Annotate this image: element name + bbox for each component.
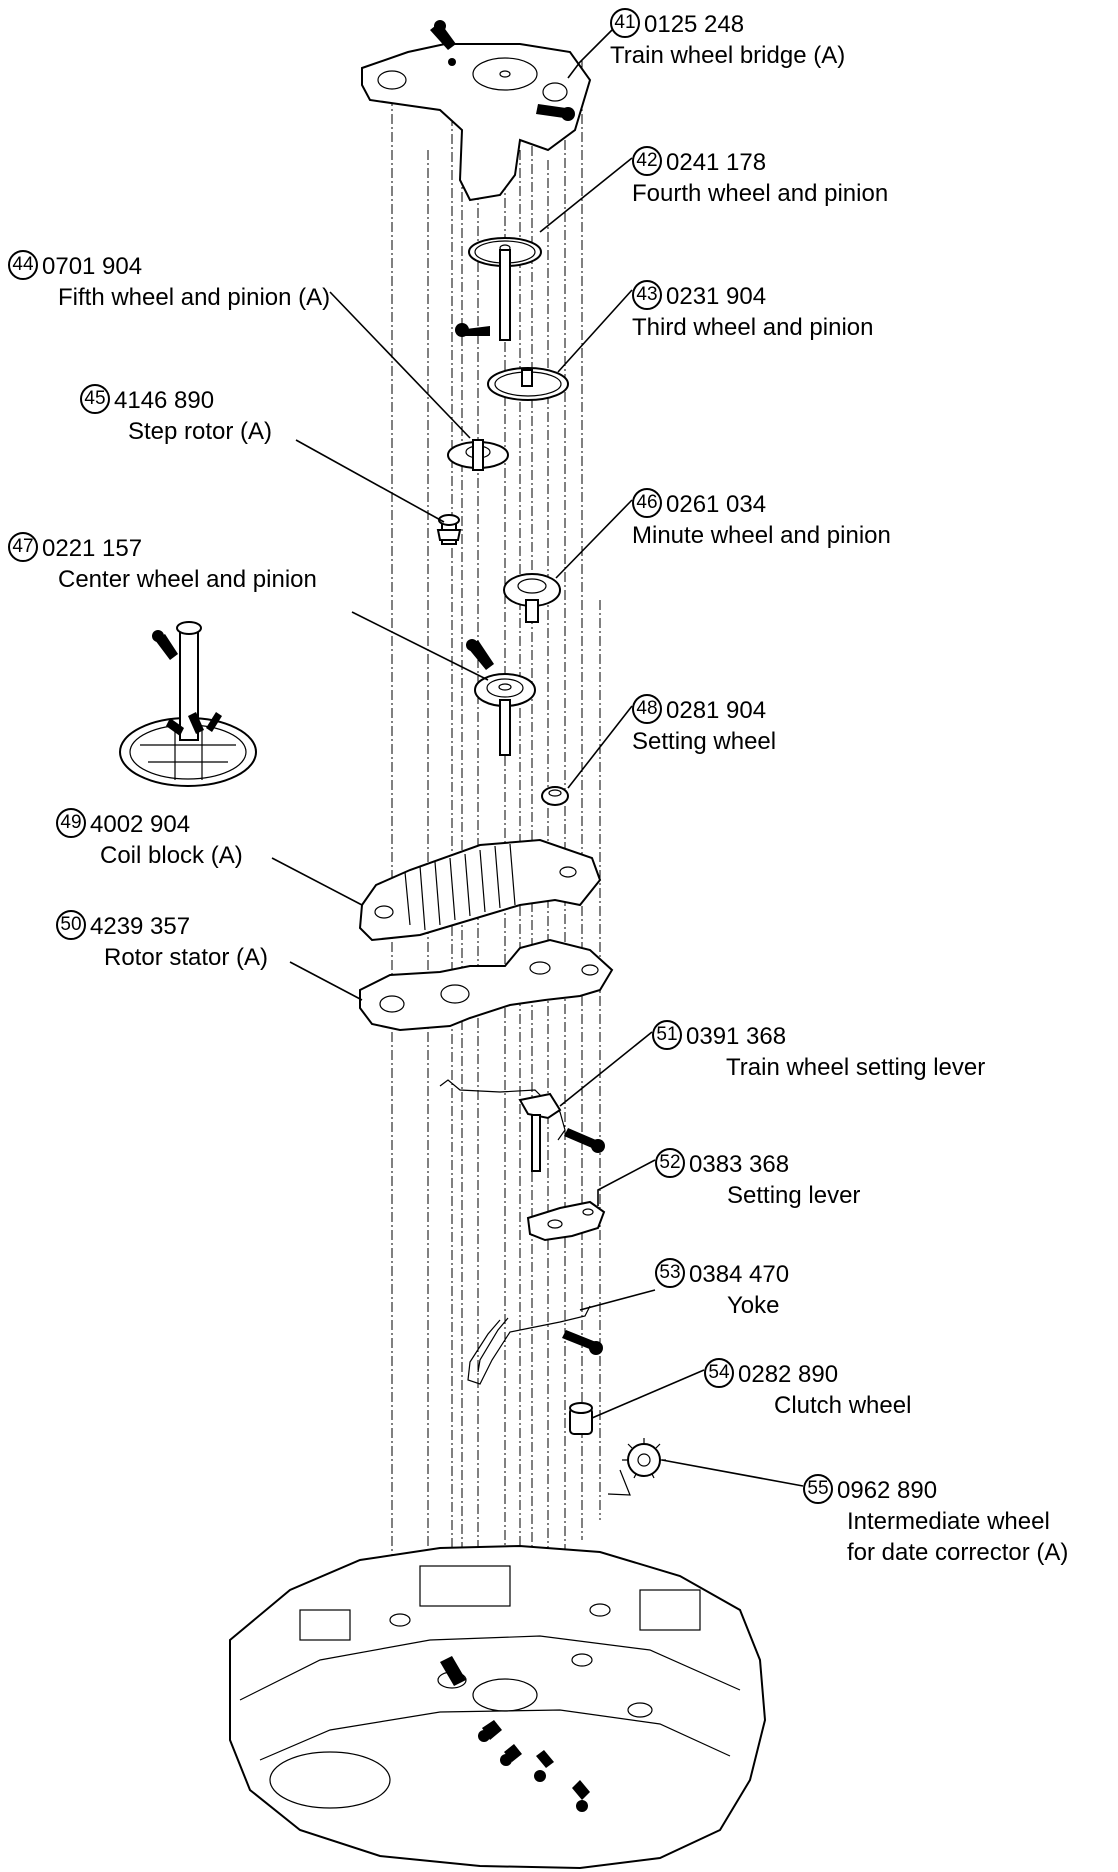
train-wheel-setting-lever-part <box>439 1079 605 1172</box>
part-code: 0391 368 <box>686 1023 787 1051</box>
callout-52: 52 <box>655 1147 685 1178</box>
callout-46: 46 <box>632 487 662 518</box>
part-name: Third wheel and pinion <box>632 314 874 342</box>
main-plate <box>229 1544 767 1870</box>
center-wheel-detail <box>119 621 257 787</box>
callout-41: 41 <box>610 7 640 38</box>
part-name: Fifth wheel and pinion (A) <box>58 284 331 312</box>
fourth-wheel-part <box>455 237 542 341</box>
part-code: 0962 890 <box>837 1477 938 1505</box>
callout-55: 55 <box>803 1473 833 1504</box>
callout-53: 53 <box>655 1257 685 1288</box>
part-name: Fourth wheel and pinion <box>632 180 889 208</box>
part-name: Intermediate wheel <box>847 1508 1050 1536</box>
part-name: Train wheel bridge (A) <box>610 42 846 70</box>
part-name: Step rotor (A) <box>128 418 273 446</box>
part-name: Rotor stator (A) <box>104 944 269 972</box>
part-name: Minute wheel and pinion <box>632 522 891 550</box>
part-code: 0125 248 <box>644 11 745 39</box>
part-code: 0282 890 <box>738 1361 839 1389</box>
callout-51: 51 <box>652 1019 682 1050</box>
rotor-stator-part <box>359 938 614 1032</box>
part-name: Setting wheel <box>632 728 777 756</box>
part-name: Yoke <box>727 1292 780 1320</box>
setting-wheel-part <box>541 786 569 806</box>
center-wheel-part <box>466 639 536 756</box>
part-name: Clutch wheel <box>774 1392 912 1420</box>
part-name: Setting lever <box>727 1182 861 1210</box>
callout-42: 42 <box>632 145 662 176</box>
part-name-line2: for date corrector (A) <box>847 1539 1069 1567</box>
intermediate-wheel-part <box>622 1438 666 1479</box>
leader-lines <box>271 29 804 1496</box>
part-code: 0701 904 <box>42 253 143 281</box>
yoke-part <box>467 1305 603 1385</box>
part-code: 0384 470 <box>689 1261 790 1289</box>
part-code: 0221 157 <box>42 535 143 563</box>
callout-44: 44 <box>8 249 38 280</box>
callout-49: 49 <box>56 807 86 838</box>
part-name: Train wheel setting lever <box>726 1054 986 1082</box>
part-code: 0231 904 <box>666 283 767 311</box>
callout-47: 47 <box>8 531 38 562</box>
callout-48: 48 <box>632 693 662 724</box>
part-code: 0261 034 <box>666 491 767 519</box>
coil-block-part <box>358 838 602 942</box>
part-name: Coil block (A) <box>100 842 243 870</box>
fifth-wheel-part <box>447 439 509 471</box>
callout-45: 45 <box>80 383 110 414</box>
setting-lever-part <box>526 1200 606 1242</box>
part-code: 0241 178 <box>666 149 767 177</box>
third-wheel-part <box>487 367 569 401</box>
callout-54: 54 <box>704 1357 734 1388</box>
part-code: 4146 890 <box>114 387 215 415</box>
train-wheel-bridge-part <box>361 20 592 202</box>
part-code: 4002 904 <box>90 811 191 839</box>
step-rotor-part <box>436 514 462 545</box>
minute-wheel-part <box>503 573 561 623</box>
part-code: 4239 357 <box>90 913 191 941</box>
part-name: Center wheel and pinion <box>58 566 317 594</box>
clutch-wheel-part <box>569 1402 593 1435</box>
callout-43: 43 <box>632 279 662 310</box>
callout-50: 50 <box>56 909 86 940</box>
part-code: 0383 368 <box>689 1151 790 1179</box>
part-code: 0281 904 <box>666 697 767 725</box>
